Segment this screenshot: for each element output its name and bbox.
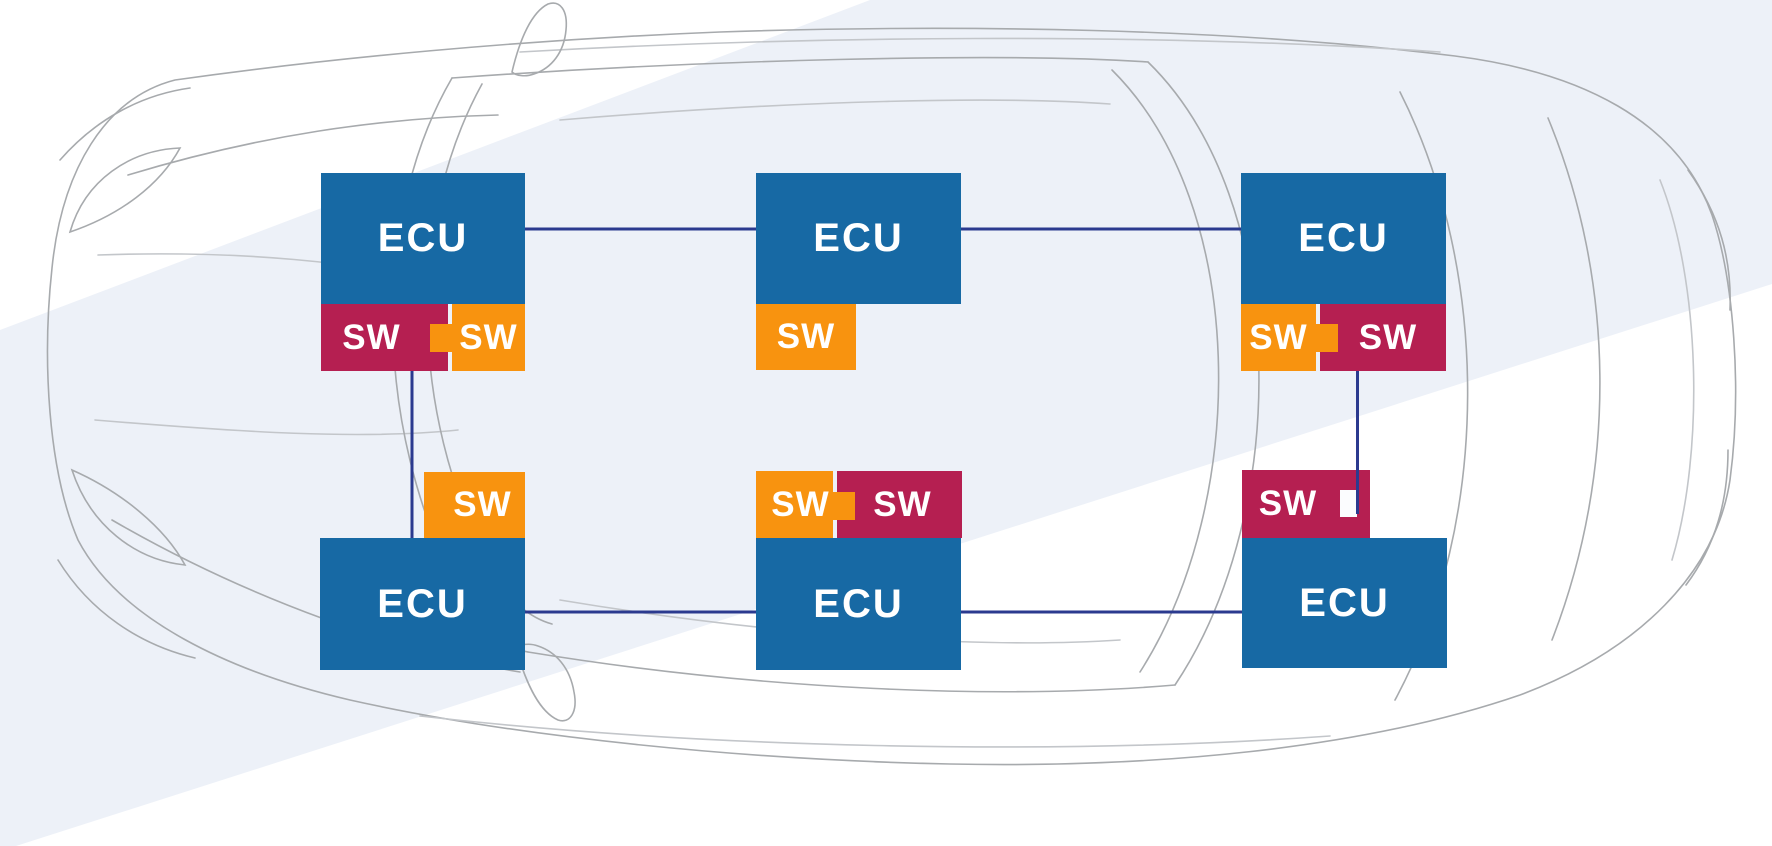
empty-sw-socket [1340,490,1357,517]
sw-module-orange-rear-middle: SW [756,471,833,538]
sw-module-orange-rear-left: SW [424,472,525,538]
ecu-box-front-middle: ECU [756,173,961,304]
sw-connector-tab-rear-middle [831,492,855,520]
right-link-line [1356,371,1359,514]
sw-module-crimson-front-right: SW [1320,304,1446,371]
ecu-box-rear-right: ECU [1242,538,1447,668]
sw-module-orange-front-middle: SW [756,304,856,370]
sw-module-orange-front-right: SW [1241,304,1316,371]
sw-connector-tab-front-right [1314,324,1338,352]
sw-module-crimson-rear-middle: SW [837,471,962,538]
ecu-box-rear-left: ECU [320,538,525,670]
sw-module-crimson-front-left: SW [321,304,448,371]
ecu-box-front-left: ECU [321,173,525,304]
ecu-box-front-right: ECU [1241,173,1446,304]
sw-connector-tab-front-left [430,324,454,352]
sw-module-orange-front-left: SW [452,304,525,371]
ecu-box-rear-middle: ECU [756,538,961,670]
